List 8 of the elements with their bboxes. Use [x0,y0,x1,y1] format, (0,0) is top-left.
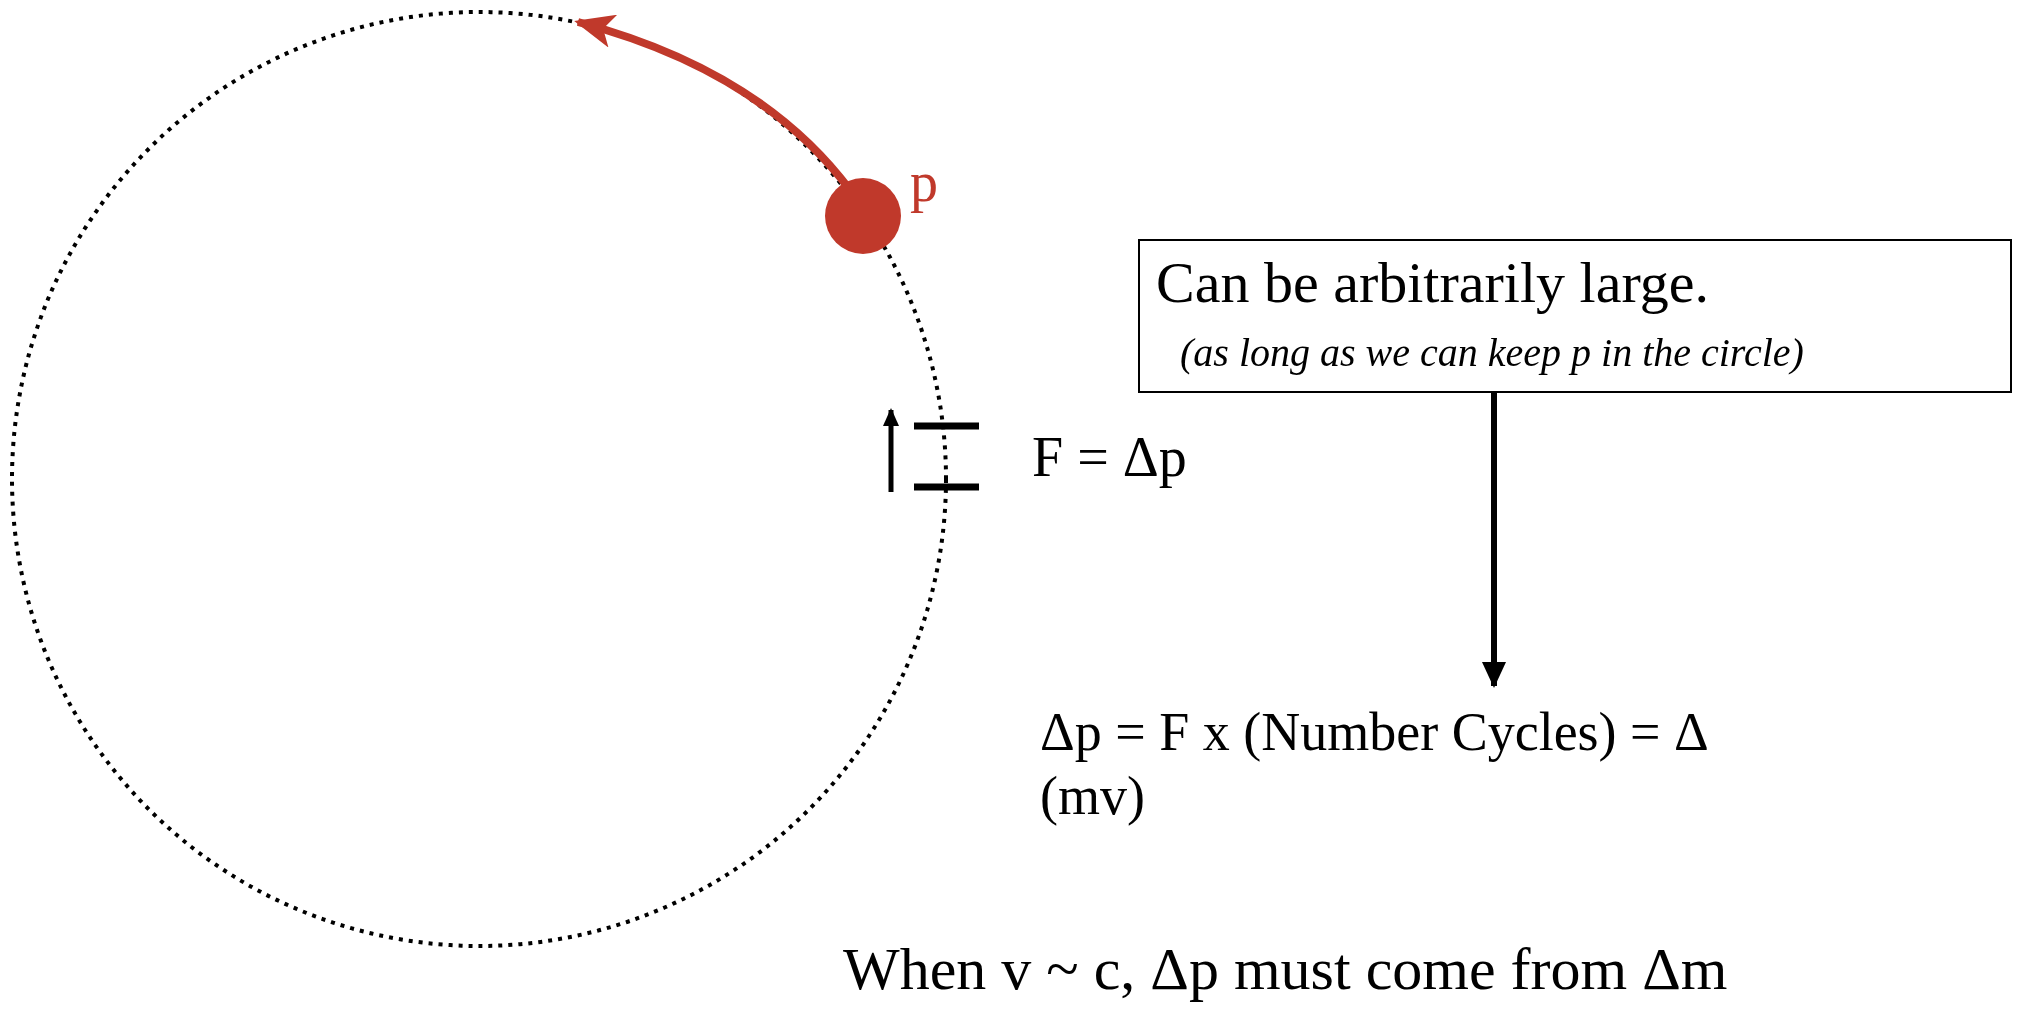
callout-note: (as long as we can keep p in the circle) [1180,329,1804,376]
arrow [1482,393,1506,688]
particle-label: p [910,150,938,214]
note-text: When v ~ c, Δp must come from Δm [843,935,1728,1004]
callout-heading: Can be arbitrarily large. [1156,249,1709,316]
equation-text: Δp = F x (Number Cycles) = Δ (mv) [1040,701,1708,828]
force-equation: F = Δp [1032,425,1187,489]
callout-box [1138,239,2012,393]
